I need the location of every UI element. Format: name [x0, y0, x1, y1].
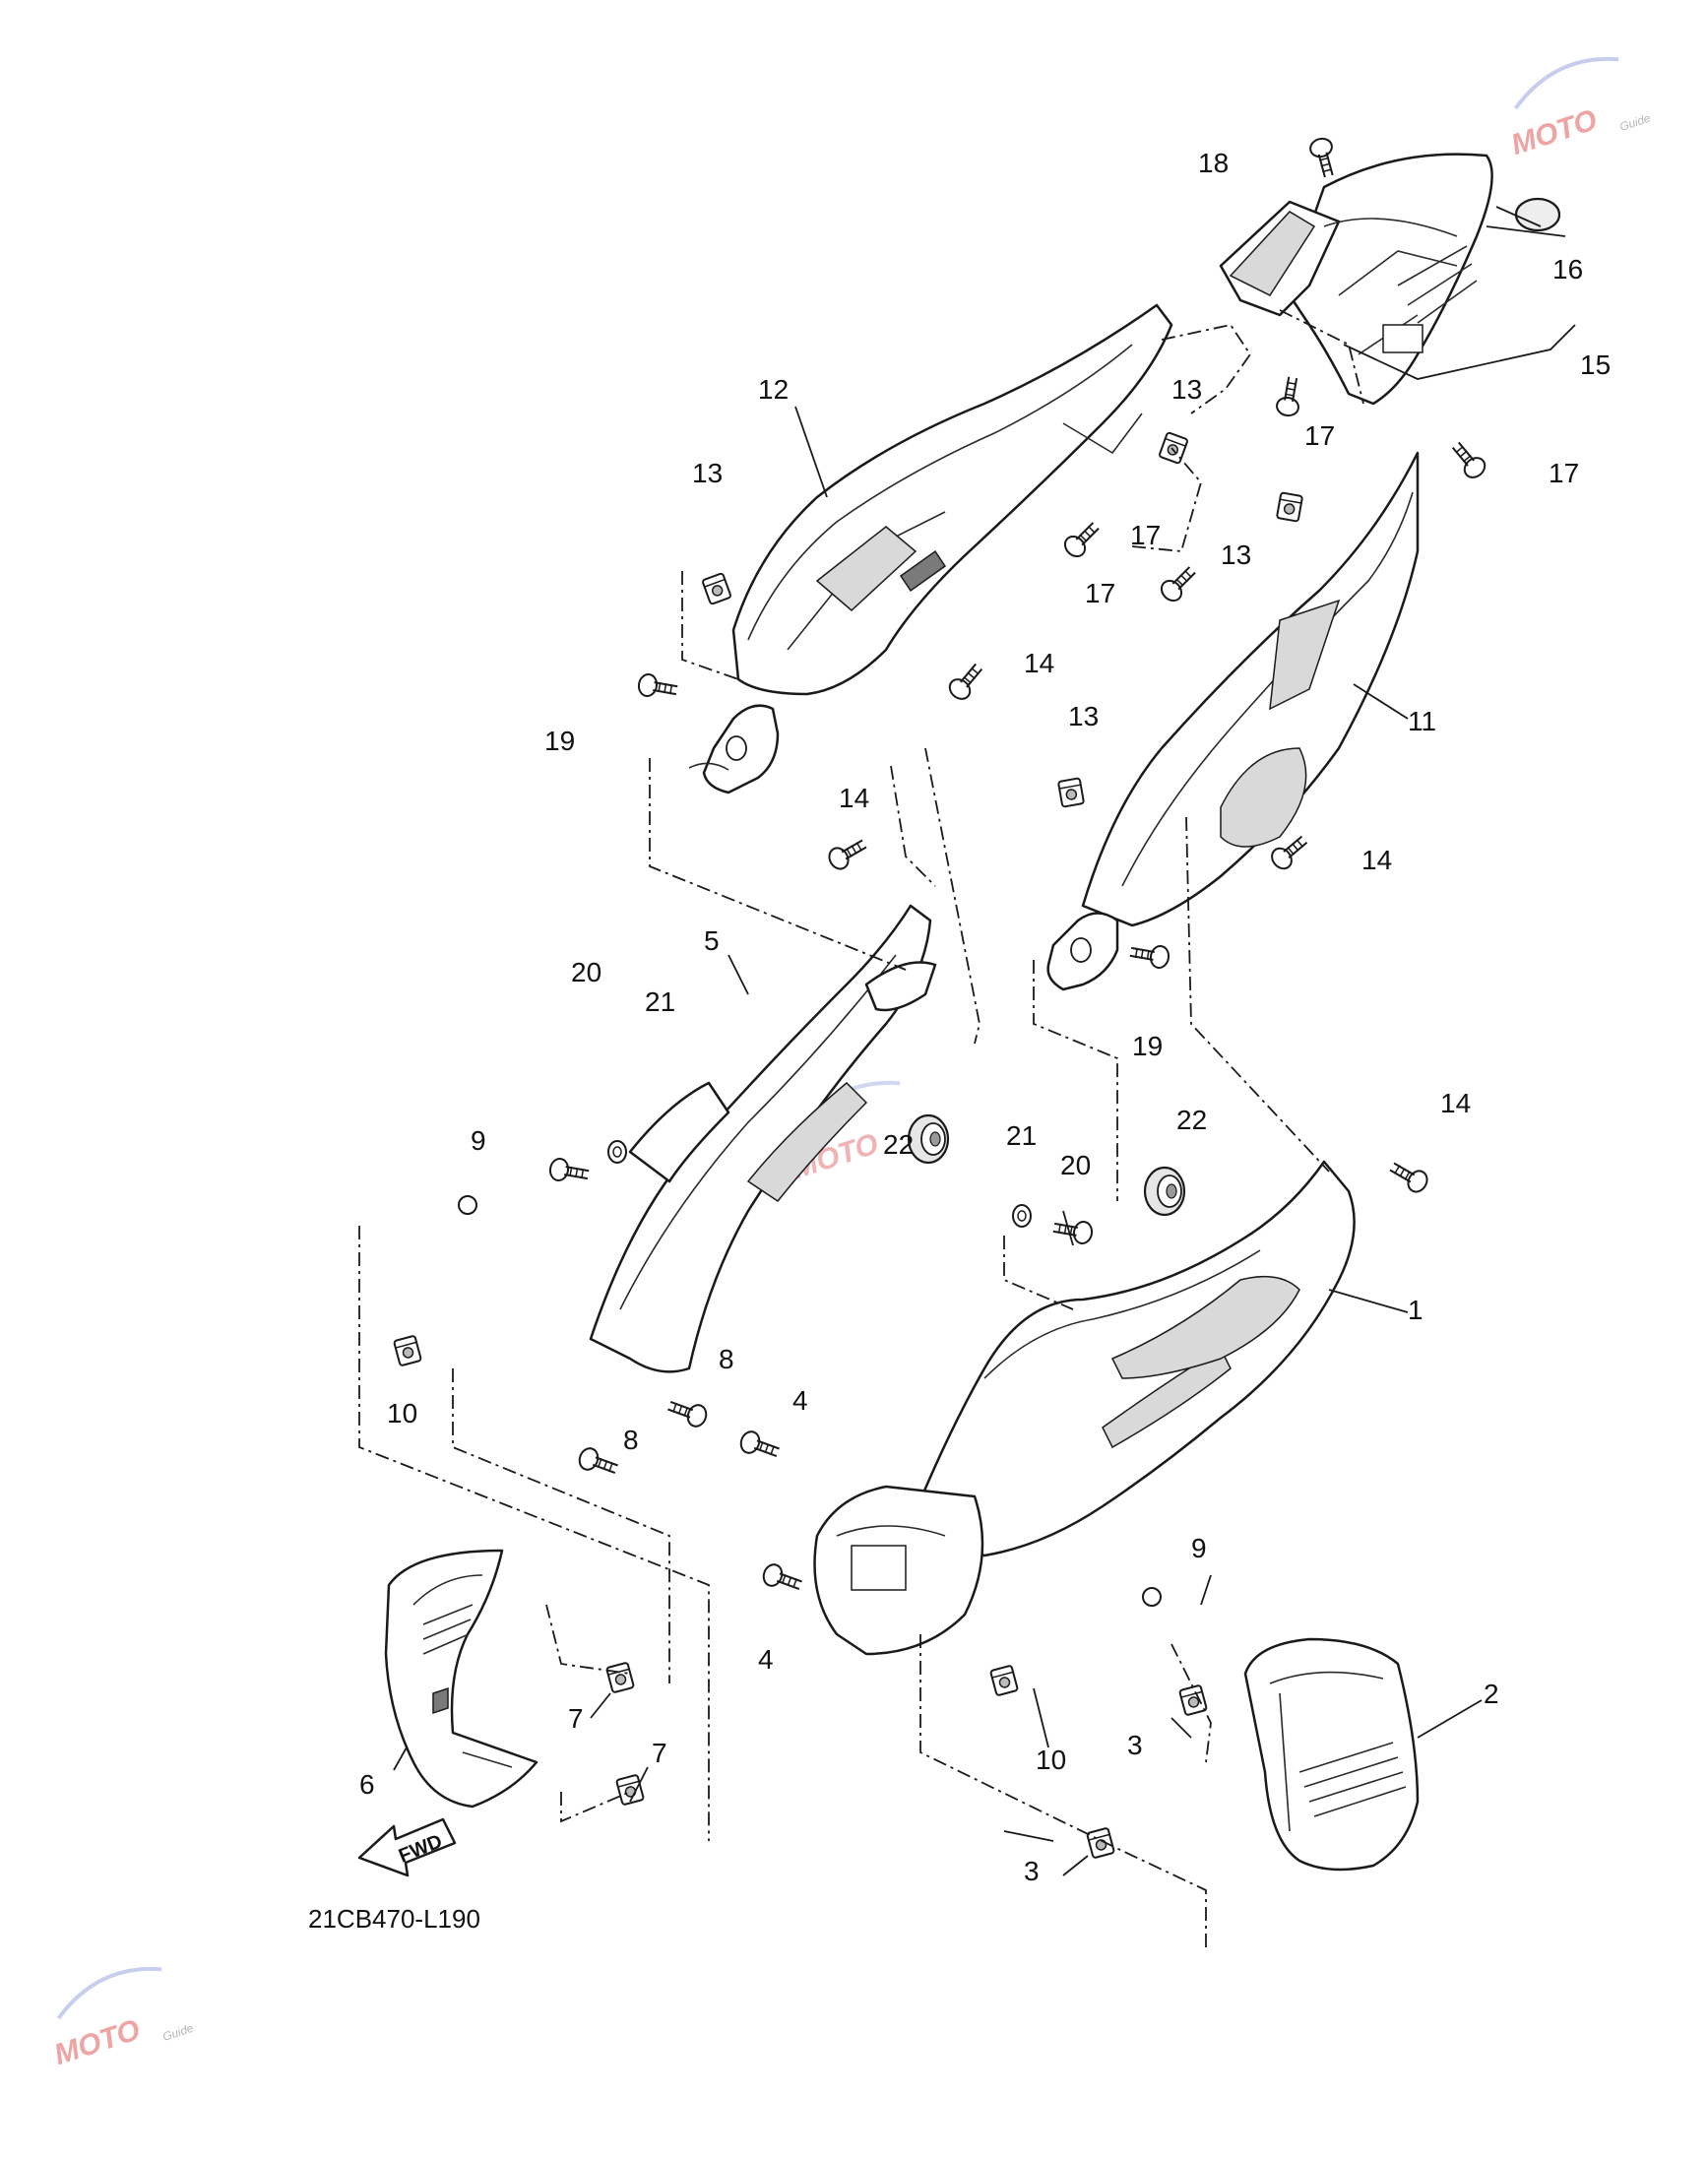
callout-6: 6 — [359, 1769, 375, 1800]
callout-14: 14 — [1361, 845, 1392, 875]
side-bracket-5 — [589, 904, 937, 1373]
callout-22: 22 — [883, 1129, 914, 1160]
screw-18 — [1307, 135, 1341, 180]
front-cover-6 — [384, 1549, 538, 1809]
callout-22: 22 — [1176, 1105, 1207, 1135]
callout-14: 14 — [1024, 648, 1054, 678]
callout-labels: 1 2 3 3 4 4 5 6 7 7 8 8 9 9 10 10 11 12 … — [359, 148, 1611, 1886]
assembly-guides — [358, 309, 1364, 1949]
watermark-bottom-left: MOTO Guide — [50, 1966, 196, 2071]
callout-13: 13 — [1221, 540, 1251, 570]
callout-8: 8 — [623, 1425, 639, 1455]
watermark-subtext: Guide — [160, 2021, 195, 2044]
tail-cover-15 — [1219, 153, 1493, 406]
callout-15: 15 — [1580, 349, 1611, 380]
callout-12: 12 — [758, 374, 789, 405]
front-cover-2 — [1243, 1637, 1420, 1872]
callout-20: 20 — [1060, 1150, 1091, 1180]
callout-7: 7 — [568, 1703, 584, 1734]
side-cover-12 — [688, 303, 1173, 794]
watermark-top-right: MOTO Guide — [1507, 56, 1653, 161]
callout-4: 4 — [758, 1644, 774, 1675]
watermark-text: MOTO — [1507, 103, 1601, 161]
callout-17: 17 — [1130, 520, 1161, 550]
callout-5: 5 — [704, 925, 720, 956]
callout-18: 18 — [1198, 148, 1229, 178]
callout-21: 21 — [645, 986, 675, 1017]
side-cover-11 — [1046, 451, 1420, 991]
drawing-code: 21CB470-L190 — [308, 1904, 480, 1934]
callout-13: 13 — [1171, 374, 1202, 405]
callout-17: 17 — [1549, 458, 1579, 488]
callout-7: 7 — [652, 1738, 667, 1768]
callout-11: 11 — [1408, 706, 1436, 736]
callout-19: 19 — [544, 726, 575, 756]
callout-14: 14 — [839, 783, 869, 813]
leader-lines — [393, 206, 1576, 1876]
fastener-group — [393, 374, 1490, 1860]
callout-13: 13 — [1068, 701, 1099, 731]
callout-3: 3 — [1127, 1730, 1143, 1760]
callout-17: 17 — [1304, 420, 1335, 451]
callout-1: 1 — [1408, 1295, 1423, 1325]
callout-14: 14 — [1440, 1088, 1471, 1118]
callout-16: 16 — [1552, 254, 1583, 285]
callout-19: 19 — [1132, 1031, 1163, 1061]
callout-10: 10 — [1036, 1745, 1066, 1775]
callout-13: 13 — [692, 458, 723, 488]
callout-4: 4 — [792, 1385, 808, 1416]
callout-9: 9 — [1191, 1533, 1207, 1563]
callout-8: 8 — [719, 1344, 734, 1374]
callout-20: 20 — [571, 957, 601, 987]
callout-9: 9 — [471, 1125, 486, 1156]
watermark-text: MOTO — [50, 2013, 144, 2071]
fwd-direction-arrow: FWD — [357, 1817, 457, 1877]
callout-2: 2 — [1484, 1679, 1499, 1709]
watermark-subtext: Guide — [1617, 111, 1652, 134]
callout-10: 10 — [387, 1398, 417, 1429]
side-cover-1 — [813, 1160, 1356, 1656]
callout-3: 3 — [1024, 1856, 1040, 1886]
callout-17: 17 — [1085, 578, 1115, 608]
callout-21: 21 — [1006, 1120, 1037, 1151]
